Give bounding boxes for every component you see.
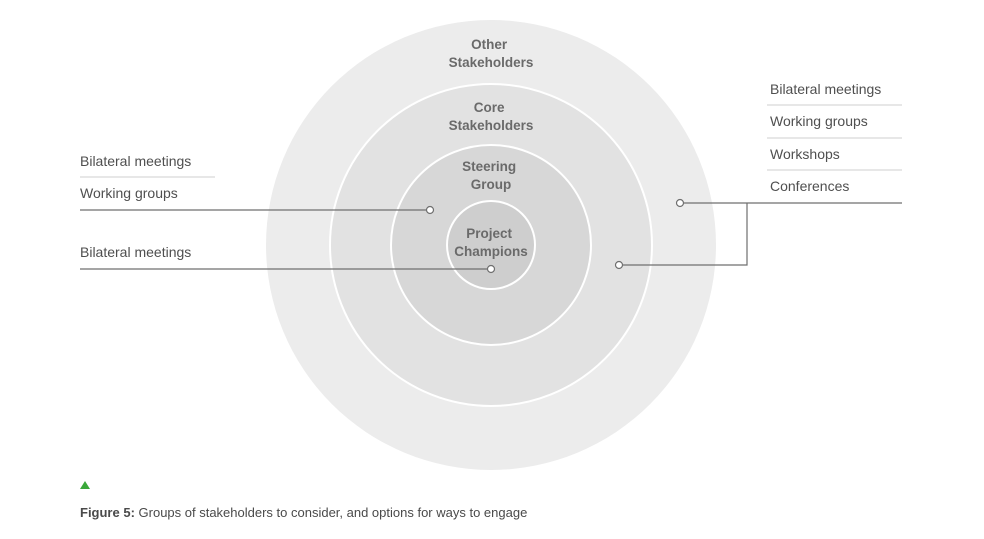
figure-caption: Figure 5: Groups of stakeholders to cons…: [80, 505, 527, 520]
ring-label-steering: Steering Group: [462, 159, 520, 192]
ring-label-core: Core Stakeholders: [449, 100, 534, 133]
left-upper-connector-dot: [425, 205, 435, 215]
right-connector-branch: [623, 203, 748, 266]
figure-caption-text: Groups of stakeholders to consider, and …: [134, 505, 528, 520]
left-lower-item-1: Bilateral meetings: [80, 244, 191, 260]
figure-caption-label: Figure 5:: [80, 505, 135, 520]
ring-label-champions: Project Champions: [454, 226, 528, 259]
right-connector-dot-outer: [675, 198, 685, 208]
left-lower-connector-dot: [486, 264, 496, 274]
right-item-3: Workshops: [770, 146, 840, 162]
right-item-2: Working groups: [770, 113, 868, 129]
right-connector-dot-core: [614, 260, 624, 270]
right-item-4: Conferences: [770, 178, 849, 194]
left-upper-item-2: Working groups: [80, 185, 178, 201]
right-item-1: Bilateral meetings: [770, 81, 881, 97]
left-upper-item-1: Bilateral meetings: [80, 153, 191, 169]
ring-label-other: Other Stakeholders: [449, 37, 534, 70]
ring-project-champions: [446, 200, 536, 290]
triangle-marker-icon: [80, 481, 90, 489]
